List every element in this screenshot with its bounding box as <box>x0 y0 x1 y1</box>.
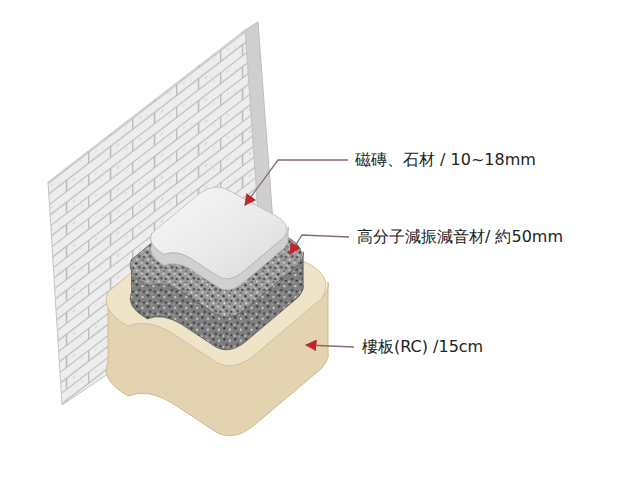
leader-line <box>290 235 349 254</box>
tile-top <box>151 187 287 279</box>
leader-lines <box>245 160 354 347</box>
leader-line <box>245 160 348 205</box>
callout-label: 磁磚、石材 / 10~18mm <box>355 150 536 169</box>
tile-layer <box>151 187 289 290</box>
callout-label: 高分子減振減音材/ 約50mm <box>357 227 563 246</box>
callout-label: 樓板(RC) /15cm <box>362 337 483 356</box>
leader-line <box>306 345 354 347</box>
